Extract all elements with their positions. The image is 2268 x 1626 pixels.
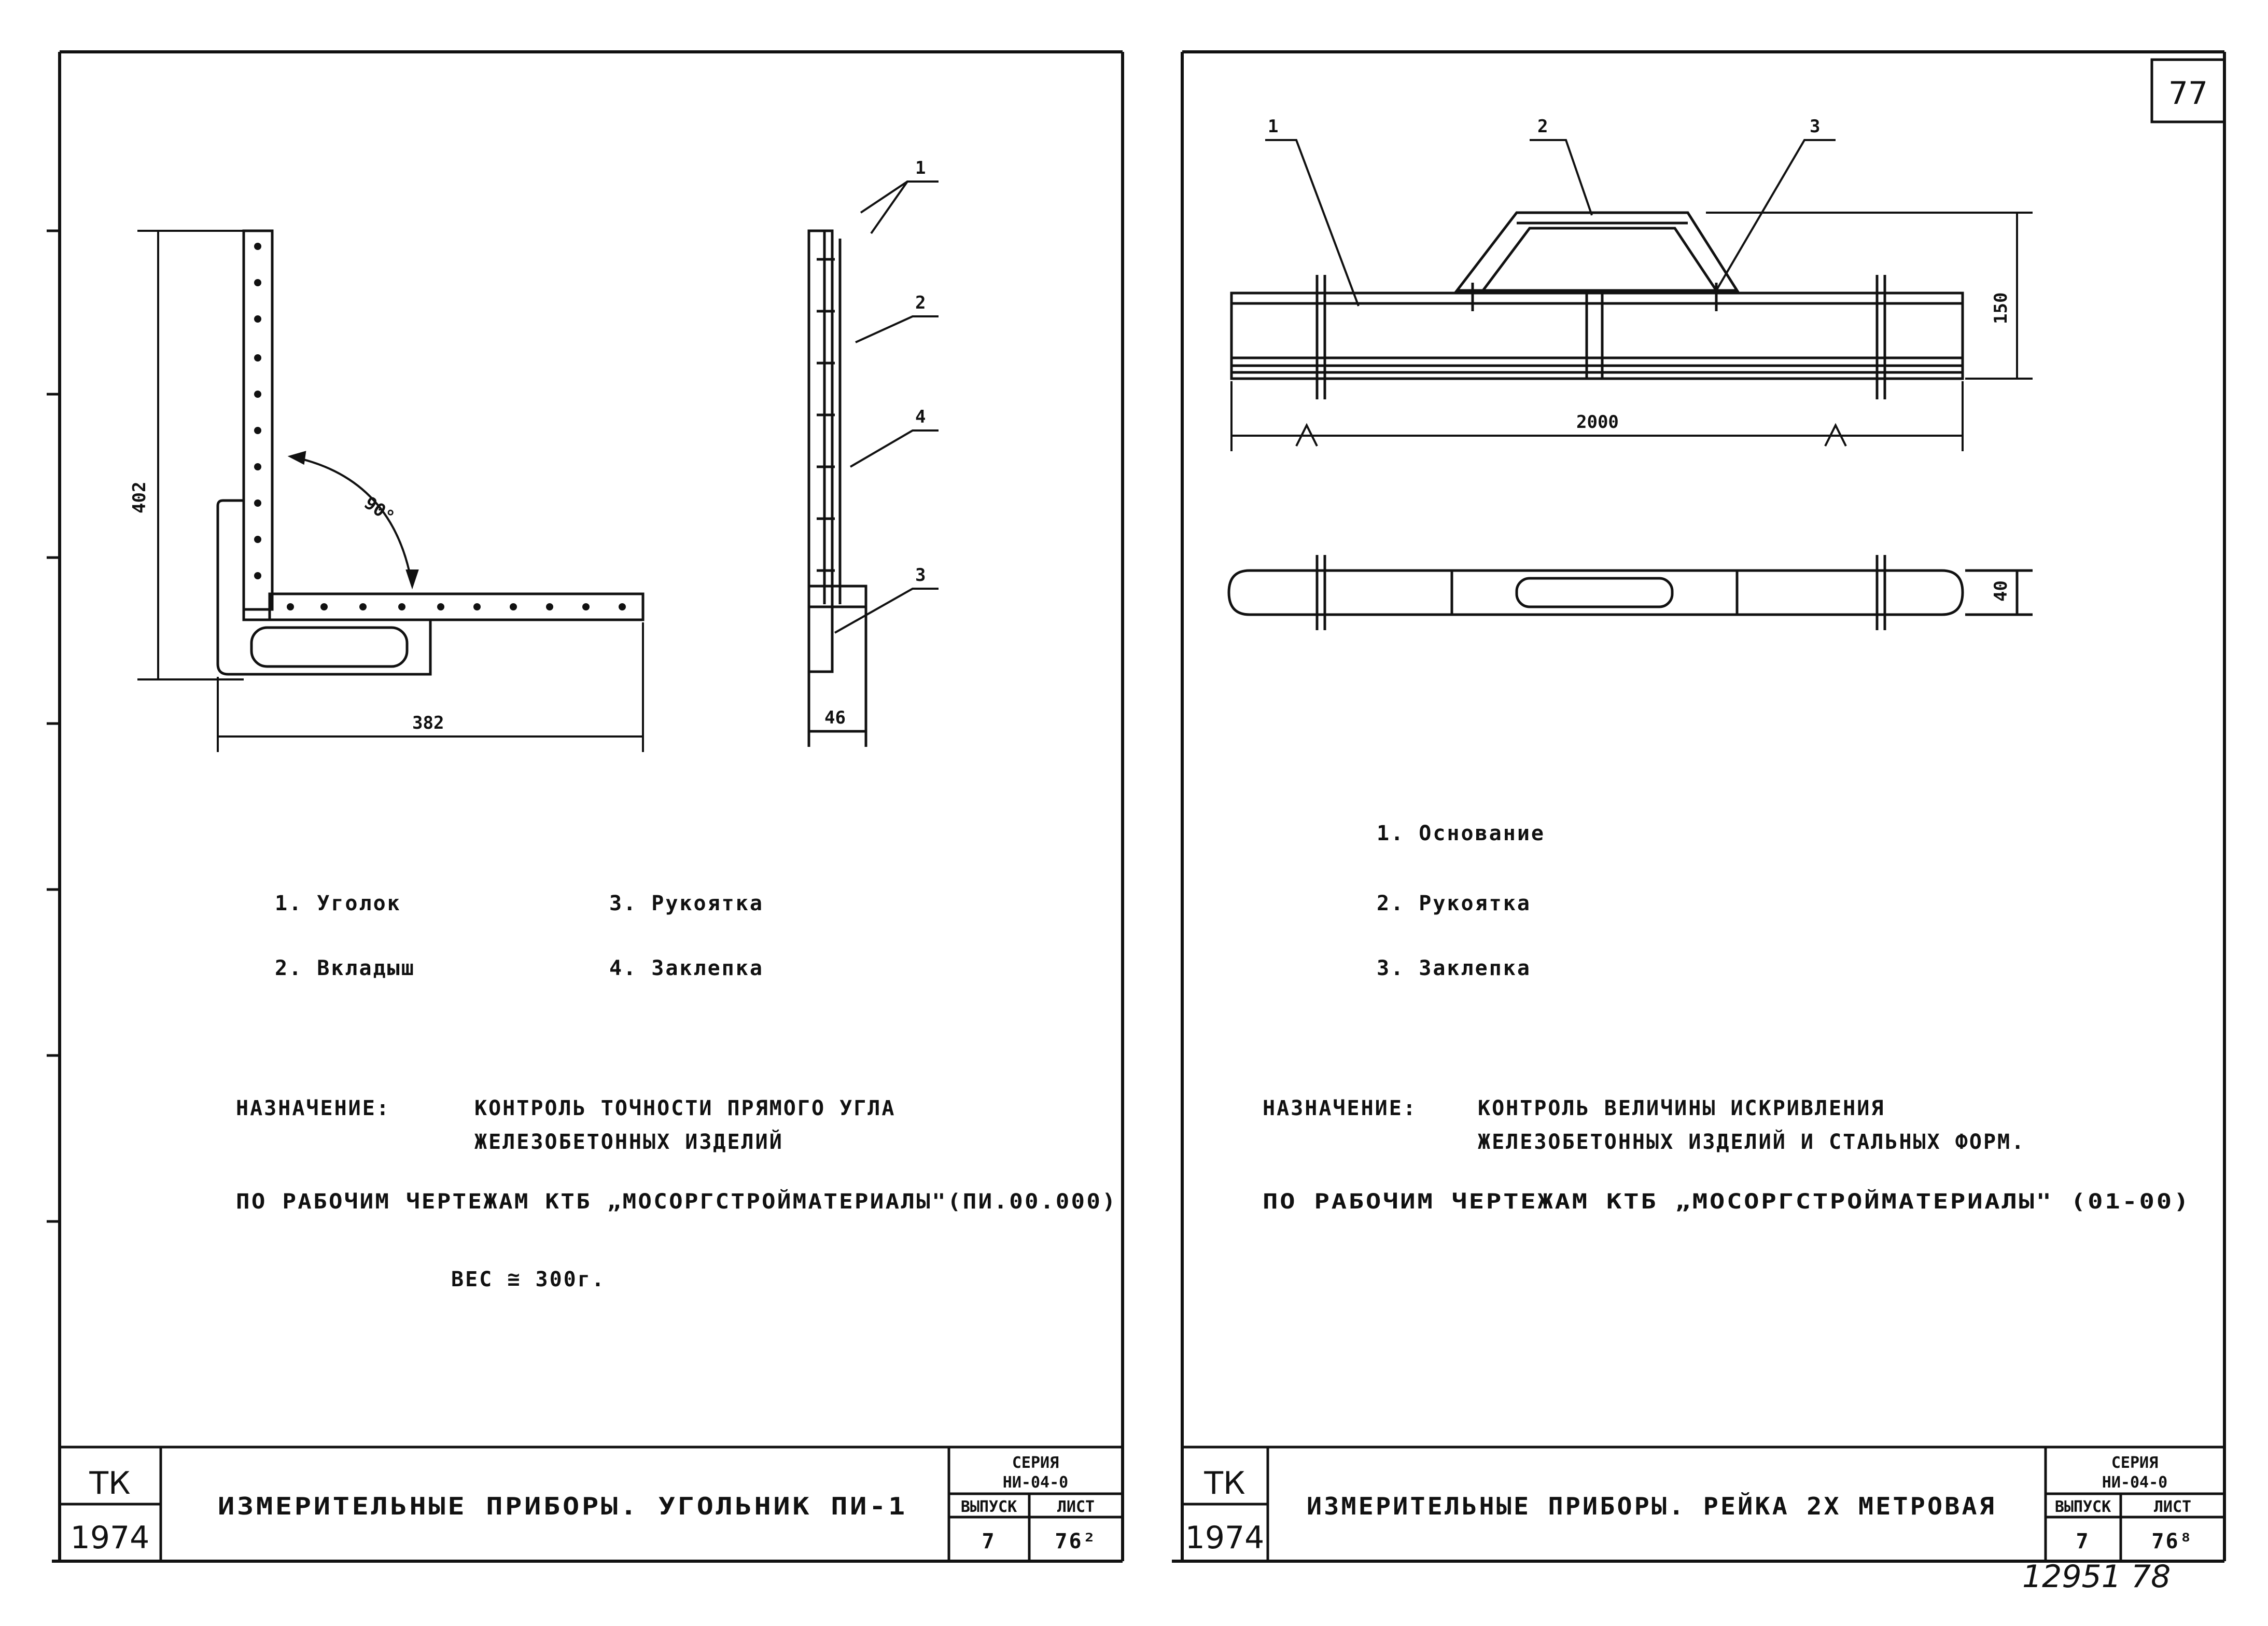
right-part-1: 1. Основание [1377, 822, 1545, 845]
right-purpose-line1: КОНТРОЛЬ ВЕЛИЧИНЫ ИСКРИВЛЕНИЯ [1478, 1096, 1885, 1120]
left-tb-series-value: НИ-04-0 [1003, 1474, 1068, 1492]
left-purpose-line1: КОНТРОЛЬ ТОЧНОСТИ ПРЯМОГО УГЛА [474, 1096, 895, 1120]
right-purpose-line2: ЖЕЛЕЗОБЕТОННЫХ ИЗДЕЛИЙ И СТАЛЬНЫХ ФОРМ. [1478, 1129, 2025, 1154]
left-purpose-line2: ЖЕЛЕЗОБЕТОННЫХ ИЗДЕЛИЙ [474, 1129, 783, 1154]
left-tb-sheet-label: ЛИСТ [1057, 1498, 1095, 1516]
left-sheet-frame [52, 50, 1124, 1563]
rail-length-dimension [1230, 381, 1964, 451]
right-tb-issue-value: 7 [2076, 1530, 2090, 1553]
height-dimension-label: 402 [129, 482, 150, 513]
left-callout-4: 4 [915, 407, 926, 427]
height-dimension [137, 230, 244, 680]
right-tb-sheet-label: ЛИСТ [2154, 1498, 2191, 1516]
corner-note: 12951 78 [2022, 1559, 2171, 1595]
rail-length-label: 2000 [1576, 412, 1619, 433]
right-part-2: 2. Рукоятка [1377, 892, 1531, 915]
left-tb-issue-label: ВЫПУСК [961, 1498, 1017, 1516]
left-title-block [60, 1446, 1123, 1561]
right-tb-title: ИЗМЕРИТЕЛЬНЫЕ ПРИБОРЫ. РЕЙКА 2Х МЕТРОВАЯ [1307, 1492, 1996, 1520]
right-callout-2: 2 [1537, 116, 1548, 137]
right-tb-year: 1974 [1185, 1520, 1265, 1556]
left-part-1: 1. Уголок [275, 892, 401, 915]
left-parts-list: 1. Уголок 2. Вкладыш 3. Рукоятка 4. Закл… [275, 892, 764, 980]
width-dimension-label: 382 [412, 713, 444, 733]
left-tb-series-label: СЕРИЯ [1012, 1454, 1059, 1472]
right-sheet-frame [1172, 50, 2226, 1563]
angle-label: 90° [360, 493, 398, 528]
right-tb-sheet-value: 76⁸ [2151, 1530, 2193, 1553]
right-title-block [1182, 1446, 2224, 1561]
width-dimension [217, 622, 644, 752]
left-callout-1: 1 [915, 158, 926, 178]
left-tb-title: ИЗМЕРИТЕЛЬНЫЕ ПРИБОРЫ. УГОЛЬНИК ПИ-1 [218, 1492, 907, 1520]
side-callout-leaders [834, 180, 939, 634]
left-tb-year: 1974 [71, 1520, 150, 1556]
left-tb-sheet-value: 76² [1055, 1530, 1097, 1553]
binding-ticks [47, 229, 60, 1223]
square-rivet-holes [254, 243, 626, 610]
right-tb-issue-label: ВЫПУСК [2055, 1498, 2111, 1516]
right-purpose-label: НАЗНАЧЕНИЕ: [1263, 1096, 1417, 1120]
left-part-4: 4. Заклепка [609, 956, 764, 980]
rail-height-label: 150 [1991, 293, 2011, 324]
right-tb-code: ТК [1203, 1465, 1245, 1502]
left-purpose-label: НАЗНАЧЕНИЕ: [236, 1096, 390, 1120]
angle-arc [287, 451, 419, 590]
square-side-view [807, 229, 867, 747]
rail-plan-view [1227, 555, 2033, 630]
square-tool-front-view [216, 229, 645, 676]
right-part-3: 3. Заклепка [1377, 956, 1531, 980]
left-tb-code: ТК [89, 1465, 130, 1502]
right-drawings-ref: ПО РАБОЧИМ ЧЕРТЕЖАМ КТБ „МОСОРГСТРОЙМАТЕ… [1263, 1189, 2191, 1214]
rail-width-label: 40 [1991, 580, 2011, 602]
left-callout-3: 3 [915, 565, 926, 586]
sheet-number-box: 77 [2150, 58, 2226, 123]
right-purpose: НАЗНАЧЕНИЕ: КОНТРОЛЬ ВЕЛИЧИНЫ ИСКРИВЛЕНИ… [1263, 1096, 2191, 1214]
rail-height-dimension [1706, 212, 2033, 380]
left-tb-issue-value: 7 [982, 1530, 996, 1553]
right-tb-series-label: СЕРИЯ [2111, 1454, 2158, 1472]
right-callout-1: 1 [1268, 116, 1278, 137]
left-part-2: 2. Вкладыш [275, 956, 415, 980]
left-weight: ВЕС ≅ 300г. [451, 1268, 606, 1291]
left-callout-2: 2 [915, 293, 926, 313]
right-parts-list: 1. Основание 2. Рукоятка 3. Заклепка [1377, 822, 1545, 980]
right-tb-series-value: НИ-04-0 [2102, 1474, 2167, 1492]
left-drawings-ref: ПО РАБОЧИМ ЧЕРТЕЖАМ КТБ „МОСОРГСТРОЙМАТЕ… [236, 1189, 1117, 1214]
left-part-3: 3. Рукоятка [609, 892, 764, 915]
side-width-label: 46 [824, 707, 846, 728]
left-purpose: НАЗНАЧЕНИЕ: КОНТРОЛЬ ТОЧНОСТИ ПРЯМОГО УГ… [236, 1096, 1117, 1291]
sheet-number: 77 [2168, 75, 2208, 112]
rail-elevation [1230, 211, 1964, 399]
rail-callout-leaders [1265, 139, 1836, 307]
right-callout-3: 3 [1810, 116, 1820, 137]
